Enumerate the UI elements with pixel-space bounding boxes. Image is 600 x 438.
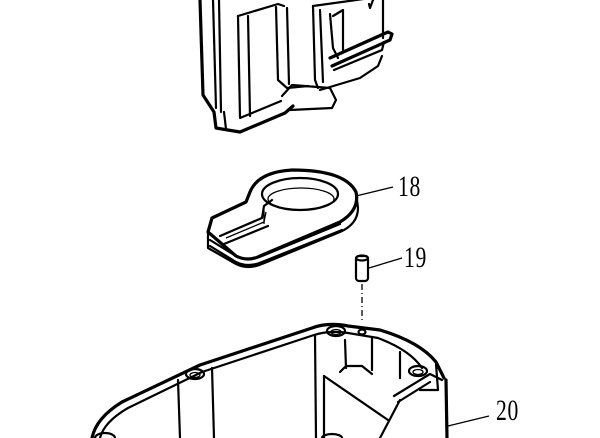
callout-label-20: 20: [496, 394, 520, 427]
callout-label-18: 18: [398, 170, 422, 203]
leader-line-18: [355, 186, 394, 197]
gasket-part: [206, 168, 360, 269]
dowel-pin-part: [354, 254, 370, 320]
upper-housing-part: [198, 0, 394, 134]
leader-line-20: [447, 415, 490, 427]
leader-line-19: [368, 257, 403, 269]
base-housing-part: [90, 322, 449, 438]
callout-label-19: 19: [404, 241, 428, 274]
